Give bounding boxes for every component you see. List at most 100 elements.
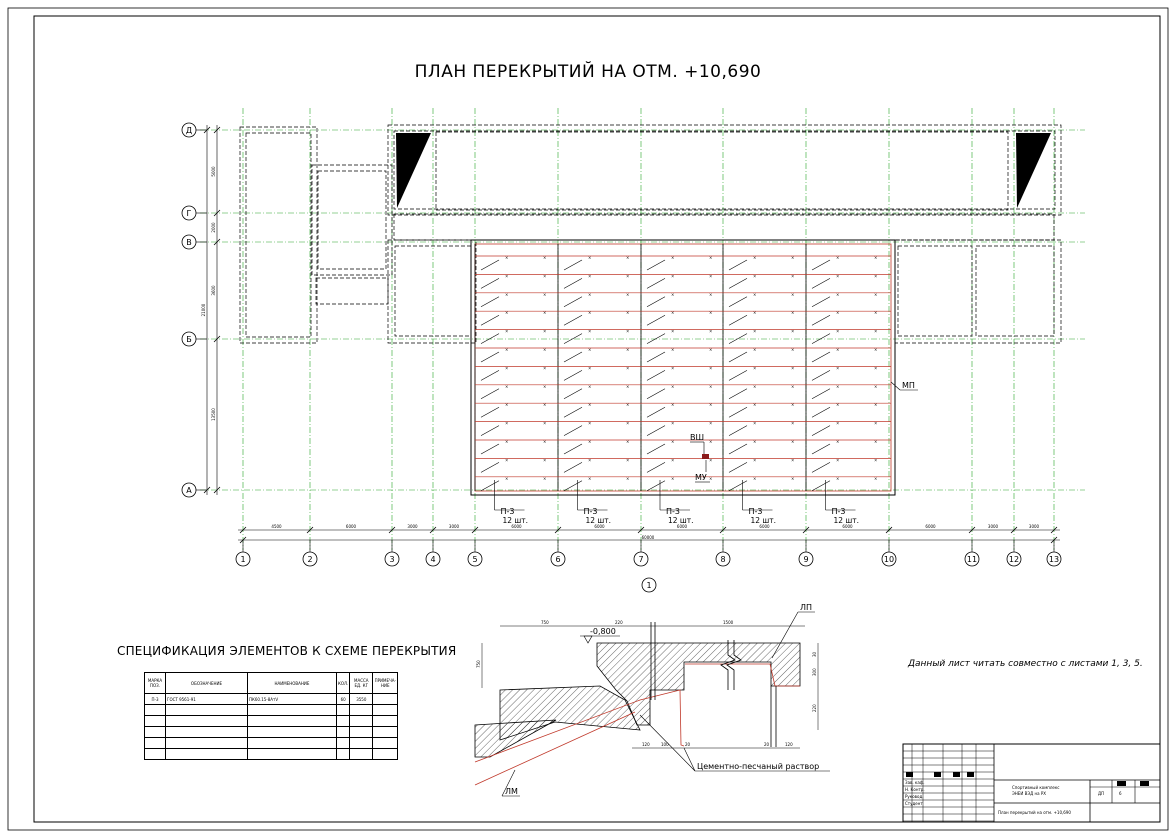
slab-tick [563,370,583,381]
section-dim-value: 30 [812,651,817,657]
slab-tick [480,259,500,271]
slab-tick [646,462,666,473]
slab-anchor: × [671,476,674,481]
slab-anchor: × [588,421,591,426]
dim-tick [802,526,810,534]
slab-anchor: × [709,457,712,462]
slab-anchor: × [505,384,508,389]
slab-anchor: × [588,329,591,334]
slab-tick [646,370,666,381]
slab-anchor: × [753,384,756,389]
slab-tick [728,480,748,492]
slab-tick [563,425,583,436]
slab-mark-count: 12 шт. [668,516,694,525]
slab-anchor: × [753,457,756,462]
slab-anchor: × [709,402,712,407]
mortar-leader [683,747,696,772]
slab-anchor: × [588,365,591,370]
slab-anchor: × [874,402,877,407]
dim-tick [213,238,221,246]
slab-anchor: × [791,255,794,260]
col-dim-value: 6000 [594,524,605,529]
slab-tick [728,351,748,363]
axis-bubble-col [384,551,400,567]
slab-anchor: × [588,402,591,407]
slab-tick [811,259,831,271]
col-dim-value: 3000 [988,524,999,529]
slab-anchor: × [505,255,508,260]
slab-anchor: × [753,402,756,407]
axis-bubble-row [181,482,197,498]
slab-tick [728,296,748,308]
col-dim-value: 6000 [511,524,522,529]
slab-anchor: × [836,310,839,315]
slab-anchor: × [505,273,508,278]
wall-left-room [387,239,477,344]
slab-anchor: × [753,365,756,370]
slab-anchor: × [626,457,629,462]
axis-label-col: 5 [472,555,477,564]
slab-anchor: × [874,329,877,334]
slab-tick [811,406,831,418]
slab-anchor: × [836,476,839,481]
axis-bubble-col [798,551,814,567]
slab-anchor: × [836,384,839,389]
col-dim-value: 6000 [925,524,936,529]
section-red-outline [474,689,685,763]
slab-anchor: × [626,310,629,315]
axis-bubble-col [881,551,897,567]
slab-anchor: × [791,384,794,389]
slab-tick [728,425,748,436]
slab-anchor: × [836,347,839,352]
slab-anchor: × [671,255,674,260]
slab-tick [646,314,666,326]
slab-tick [728,406,748,418]
spec-header-name: НАИМЕНОВАНИЕ [247,672,337,694]
slab-anchor: × [671,347,674,352]
slab-anchor: × [874,310,877,315]
slab-anchor: × [626,292,629,297]
slab-anchor: × [505,292,508,297]
slab-anchor: × [753,292,756,297]
stamp-block [953,772,960,777]
slab-anchor: × [588,273,591,278]
slab-tick [646,443,666,455]
slab-mark-label: П-3 [666,507,680,516]
slab-area: × × × × × × × × × × × × × × × × × × × × × × × × × × × × × × × × × × × × × × × ×… [470,239,918,525]
slab-anchor: × [671,329,674,334]
slab-anchor: × [505,421,508,426]
slab-anchor: × [709,310,712,315]
slab-anchor: × [626,476,629,481]
wall-top-block-inner [393,130,1056,210]
spec-cell: 3550 [349,693,374,705]
col-dim-value: 4500 [271,524,282,529]
slab-tick [646,406,666,418]
slab-anchor: × [543,273,546,278]
col-dim-value: 3000 [449,524,460,529]
slab-tick [728,278,748,289]
slab-mark-count: 12 шт. [503,516,529,525]
slab-anchor: × [588,384,591,389]
stamp-block [906,772,913,777]
slab-anchor: × [543,439,546,444]
slab-outline-red [474,243,892,492]
slab-anchor: × [753,347,756,352]
slab-anchor: × [874,365,877,370]
walls [239,124,1062,344]
axis-bubble-col [302,551,318,567]
slab-anchor: × [505,310,508,315]
slab-anchor: × [874,457,877,462]
slab-tick [728,443,748,455]
slab-tick [563,278,583,289]
slab-anchor: × [671,384,674,389]
section-dim-value: 1500 [723,620,734,625]
slab-anchor: × [791,439,794,444]
axis-bubble-col [715,551,731,567]
stamp-role: Студент [905,801,923,806]
slab-tick [811,443,831,455]
slab-tick [563,388,583,400]
spec-cell: ПК60.15-8АтV [247,693,337,705]
outer-frame [7,7,1169,831]
slab-tick [480,425,500,436]
slab-tick [480,443,500,455]
